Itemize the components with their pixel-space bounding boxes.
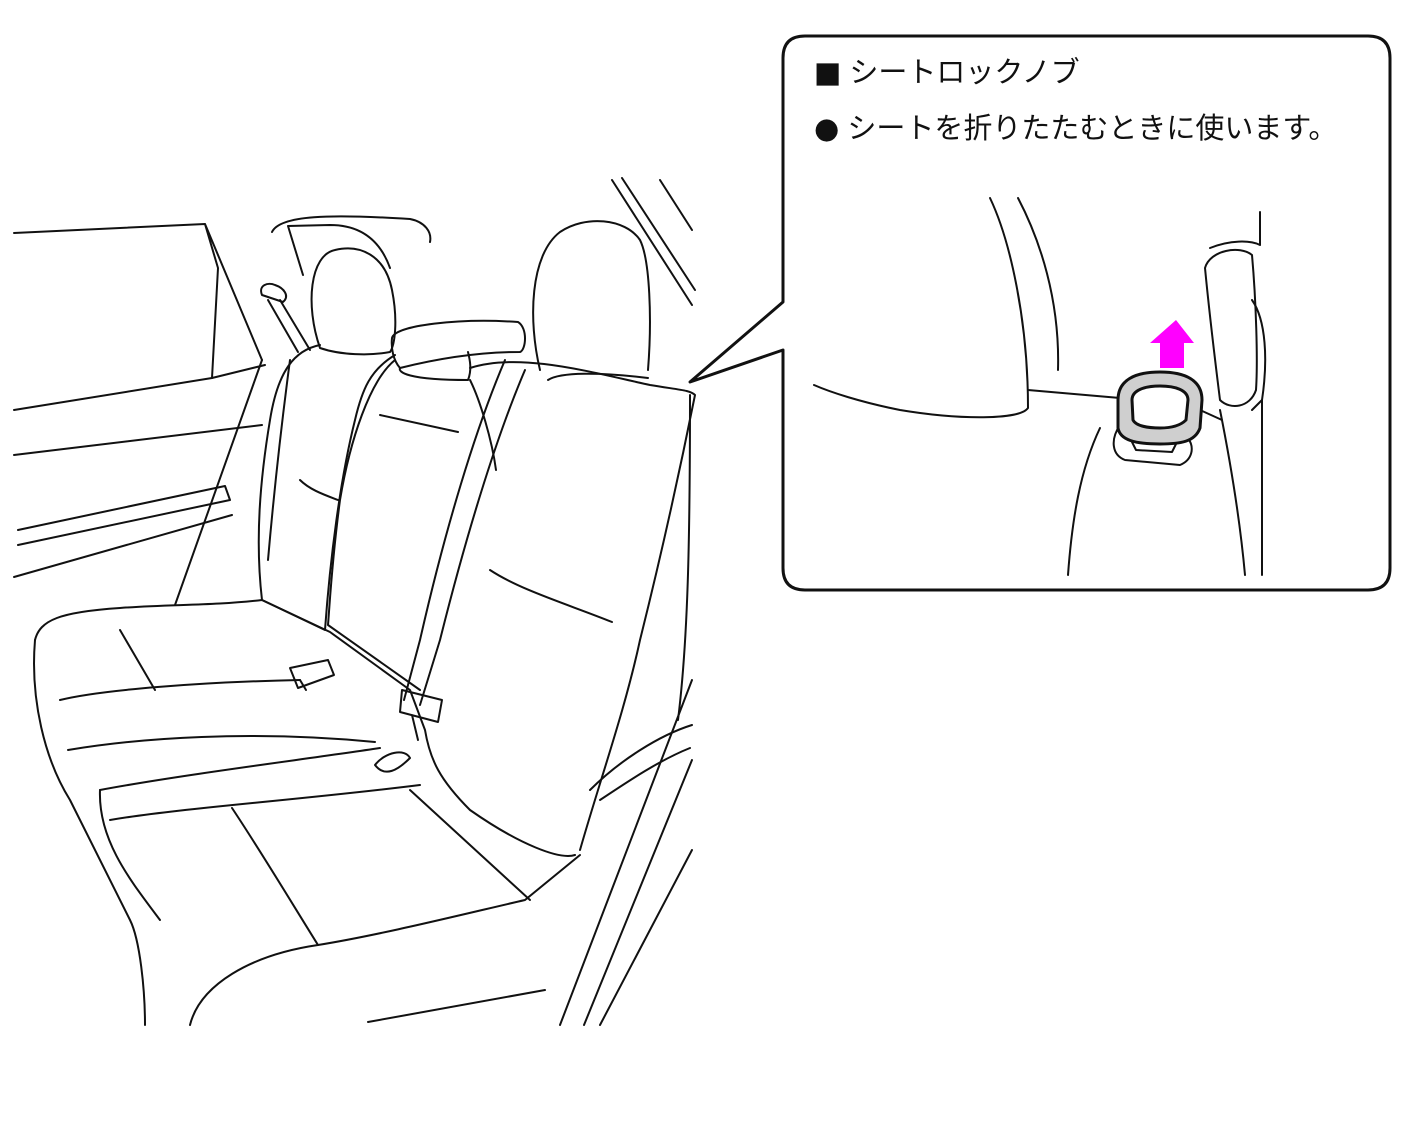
circle-bullet-icon: ● [814, 111, 840, 145]
seatback-right-seam [489, 569, 613, 623]
seatbelt-left-strap [267, 299, 311, 353]
callout-description-text: シートを折りたたむときに使います。 [847, 111, 1338, 145]
detail-seatback [1067, 427, 1101, 576]
right-door-line-3 [599, 849, 693, 1026]
detail-trim-right-2 [1251, 299, 1267, 411]
detail-headrest-curve-2 [1017, 197, 1060, 371]
door-frame [13, 223, 266, 379]
seatback-center [327, 359, 421, 691]
cushion-seam-4 [109, 784, 421, 821]
detail-knob-slot [1112, 424, 1193, 466]
square-bullet-icon: ■ [814, 55, 842, 89]
cushion-front-lower [98, 789, 161, 921]
detail-seat-edge [1027, 389, 1223, 421]
detail-pillar [1209, 211, 1263, 576]
right-door-line-1 [559, 679, 693, 1026]
headrest-right [532, 220, 651, 371]
callout-box [688, 34, 1392, 592]
seat-cushion [34, 599, 576, 857]
seat-lock-knob-inner [1130, 384, 1190, 430]
floor-line [367, 989, 546, 1023]
detail-headrest-curve [813, 197, 1029, 419]
c-pillar-lines [611, 177, 696, 306]
door-trim-2 [17, 485, 231, 546]
callout-description: ●シートを折りたたむときに使います。 [814, 108, 1337, 148]
right-door-armrest [589, 724, 693, 801]
cushion-seam-6 [231, 807, 319, 946]
cushion-seam-2 [67, 735, 376, 751]
door-window-line [13, 377, 213, 411]
seatback-center-seam [379, 379, 497, 471]
door-trim-3 [13, 514, 233, 578]
belt-buckle-main [399, 689, 443, 741]
callout-outline [688, 34, 1392, 592]
callout-heading: ■シートロックノブ [814, 52, 1080, 92]
door-trim-1 [13, 424, 263, 456]
lower-buckle-center [374, 751, 411, 773]
seat-lock-knob-tab [1131, 441, 1177, 453]
headrest-right-stem [547, 372, 649, 381]
door-pillar [174, 359, 263, 606]
cushion-seam-7 [409, 789, 531, 901]
c-pillar-lower [677, 394, 691, 721]
center-armrest-top [390, 319, 526, 369]
right-door-line-2 [583, 759, 693, 1026]
cushion-front-edge [33, 639, 146, 1026]
seatback-right [469, 361, 696, 851]
shoulder-belt [403, 359, 526, 706]
headrest-left [310, 247, 397, 356]
center-armrest-body [398, 351, 472, 381]
rear-seat-drawing [13, 177, 696, 1026]
seatbelt-left-anchor [260, 282, 287, 303]
rear-window-inner [287, 224, 391, 276]
seatback-left-seam [267, 359, 339, 561]
cushion-lower [189, 854, 581, 1026]
cushion-seam-3 [99, 747, 381, 791]
cushion-seam-1 [59, 679, 301, 701]
lower-buckle-left [289, 659, 335, 691]
callout-heading-text: シートロックノブ [849, 55, 1080, 89]
rear-window-frame [271, 215, 432, 243]
up-arrow-icon [1150, 320, 1194, 368]
detail-trim-right [1204, 248, 1258, 407]
cushion-seam-5 [119, 629, 156, 691]
